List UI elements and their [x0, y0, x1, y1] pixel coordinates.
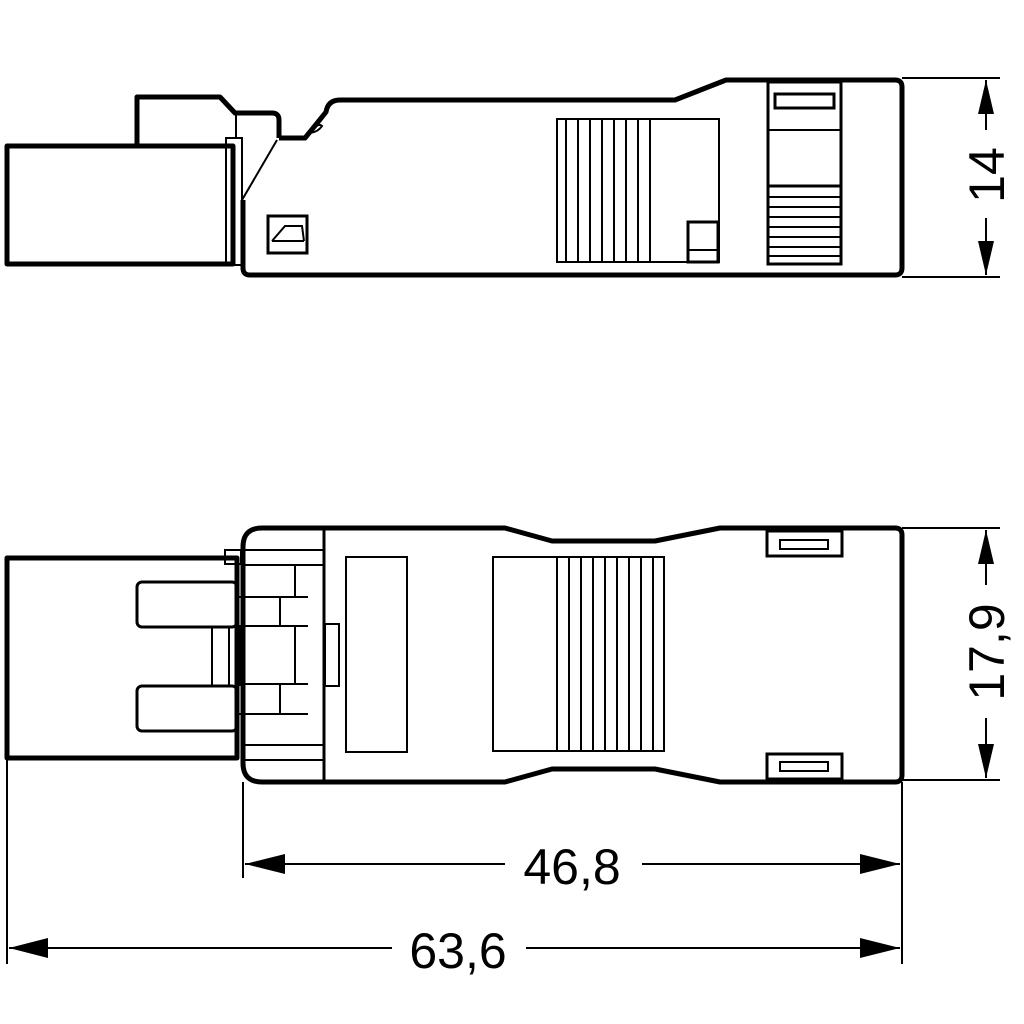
symbol-box — [266, 214, 309, 255]
dim-label-14: 14 — [959, 147, 1015, 203]
ribbed-grip-side — [556, 118, 720, 264]
dimension-width-top — [902, 527, 1000, 781]
side-view — [4, 77, 1000, 278]
release-latch-side — [766, 80, 843, 266]
label-window — [345, 556, 408, 753]
dim-label-17-9: 17,9 — [959, 603, 1015, 700]
plug-block — [4, 143, 236, 267]
latch-clip-lower — [765, 752, 844, 781]
main-body — [240, 77, 905, 278]
dimension-height-side — [902, 77, 1000, 278]
dim-label-46-8: 46,8 — [523, 839, 620, 895]
top-view — [4, 525, 1000, 964]
latch-block — [134, 94, 282, 146]
dimension-length — [6, 758, 903, 964]
ribbed-grip-top — [492, 556, 665, 752]
plug-block-top — [4, 555, 240, 761]
dim-label-63-6: 63,6 — [409, 923, 506, 979]
main-body-top — [240, 525, 905, 785]
latch-clip-upper — [765, 529, 844, 558]
